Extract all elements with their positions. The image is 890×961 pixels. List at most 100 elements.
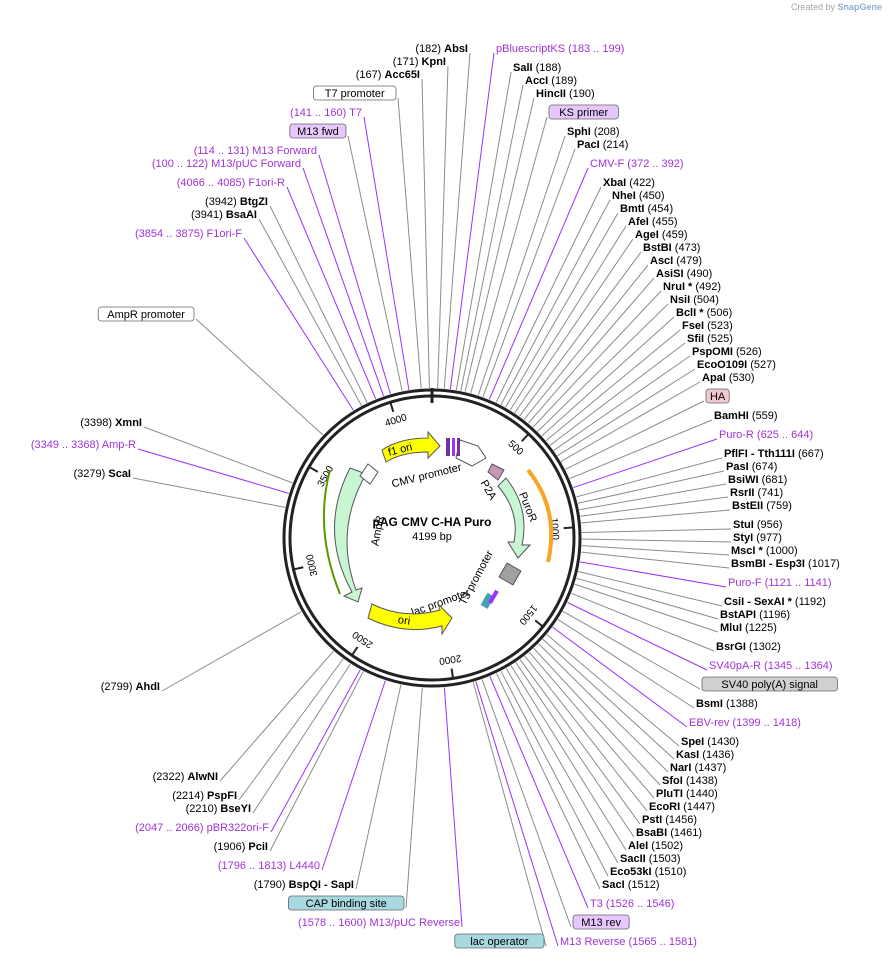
right-label-pluti[interactable]: PluTI (1440)	[656, 788, 718, 800]
right-label-apai[interactable]: ApaI (530)	[702, 372, 755, 384]
right-label-csii-sexai[interactable]: CsiI - SexAI * (1192)	[724, 596, 826, 608]
label-pos: (1906)	[214, 841, 249, 853]
left-label-m13-forward[interactable]: (114 .. 131) M13 Forward	[194, 145, 317, 157]
leader-line	[549, 342, 686, 446]
right-label-sv40-poly-a-signal[interactable]: SV40 poly(A) signal	[701, 676, 838, 692]
right-label-pflfi-tth111i[interactable]: PflFI - Tth111I (667)	[724, 448, 824, 460]
right-label-bsiwi[interactable]: BsiWI (681)	[728, 474, 787, 486]
label-text: MluI (1225)	[720, 622, 777, 634]
label-text: BsmI (1388)	[696, 698, 758, 710]
right-label-styi[interactable]: StyI (977)	[733, 532, 782, 544]
right-label-t3[interactable]: T3 (1526 .. 1546)	[590, 898, 674, 910]
right-label-rsrii[interactable]: RsrII (741)	[730, 487, 783, 499]
left-label-lac-operator[interactable]: lac operator	[454, 933, 545, 949]
left-label-t7-promoter[interactable]: T7 promoter	[312, 85, 397, 101]
right-label-bsrgi[interactable]: BsrGI (1302)	[716, 641, 781, 653]
feature-ampr[interactable]: AmpR	[334, 467, 387, 603]
right-label-cmv-f[interactable]: CMV-F (372 .. 392)	[590, 158, 684, 170]
left-label-m13-puc-forward[interactable]: (100 .. 122) M13/pUC Forward	[152, 158, 301, 170]
feature-f1-ori[interactable]: f1 ori	[381, 430, 441, 463]
right-label-bsteii[interactable]: BstEII (759)	[732, 500, 792, 512]
right-label-ks-primer[interactable]: KS primer	[548, 104, 619, 120]
right-label-nsii[interactable]: NsiI (504)	[670, 294, 719, 306]
right-label-sacii[interactable]: SacII (1503)	[620, 853, 681, 865]
right-label-ha[interactable]: HA	[705, 388, 730, 404]
left-label-m13-puc-reverse[interactable]: (1578 .. 1600) M13/pUC Reverse	[298, 917, 460, 929]
left-label-f1ori-r[interactable]: (4066 .. 4085) F1ori-R	[177, 177, 285, 189]
right-label-fsei[interactable]: FseI (523)	[682, 320, 733, 332]
left-label-ahdi[interactable]: (2799) AhdI	[101, 681, 160, 693]
left-label-pcii[interactable]: (1906) PciI	[214, 841, 268, 853]
left-label-cap-binding-site[interactable]: CAP binding site	[287, 895, 405, 911]
right-label-bcli[interactable]: BclI * (506)	[676, 307, 732, 319]
left-label-pspfi[interactable]: (2214) PspFI	[172, 790, 237, 802]
right-label-bstbi[interactable]: BstBI (473)	[643, 242, 700, 254]
right-label-pbluescriptks[interactable]: pBluescriptKS (183 .. 199)	[496, 43, 624, 55]
right-label-bsabi[interactable]: BsaBI (1461)	[636, 827, 702, 839]
left-label-f1ori-f[interactable]: (3854 .. 3875) F1ori-F	[135, 228, 242, 240]
right-label-stui[interactable]: StuI (956)	[733, 519, 783, 531]
left-label-pbr322ori-f[interactable]: (2047 .. 2066) pBR322ori-F	[135, 822, 269, 834]
right-label-m13-reverse[interactable]: M13 Reverse (1565 .. 1581)	[560, 936, 697, 948]
right-label-pasi[interactable]: PasI (674)	[726, 461, 777, 473]
right-label-psti[interactable]: PstI (1456)	[642, 814, 697, 826]
right-label-m13-rev[interactable]: M13 rev	[572, 914, 630, 930]
right-label-acci[interactable]: AccI (189)	[525, 75, 577, 87]
leader-line	[137, 448, 289, 494]
feature-puror[interactable]: PuroR	[497, 477, 539, 559]
left-label-xmni[interactable]: (3398) XmnI	[80, 417, 142, 429]
right-label-hincii[interactable]: HincII (190)	[536, 88, 595, 100]
right-label-mlui[interactable]: MluI (1225)	[720, 622, 777, 634]
right-label-agei[interactable]: AgeI (459)	[635, 229, 688, 241]
left-label-bspqi-sapi[interactable]: (1790) BspQI - SapI	[254, 879, 354, 891]
right-label-sphi[interactable]: SphI (208)	[567, 126, 620, 138]
left-label-acc65i[interactable]: (167) Acc65I	[356, 69, 420, 81]
left-label-kpni[interactable]: (171) KpnI	[393, 56, 446, 68]
left-label-m13-fwd[interactable]: M13 fwd	[289, 123, 347, 139]
right-label-sali[interactable]: SalI (188)	[513, 62, 561, 74]
right-label-asci[interactable]: AscI (479)	[650, 255, 702, 267]
right-label-nhei[interactable]: NheI (450)	[612, 190, 665, 202]
right-label-sfii[interactable]: SfiI (525)	[687, 333, 733, 345]
right-label-nrui[interactable]: NruI * (492)	[663, 281, 721, 293]
right-label-puro-r[interactable]: Puro-R (625 .. 644)	[719, 429, 813, 441]
right-label-puro-f[interactable]: Puro-F (1121 .. 1141)	[728, 577, 832, 589]
right-label-afei[interactable]: AfeI (455)	[628, 216, 678, 228]
right-label-bstapi[interactable]: BstAPI (1196)	[720, 609, 790, 621]
right-label-kasi[interactable]: KasI (1436)	[676, 749, 734, 761]
label-text: (100 .. 122) M13/pUC Forward	[152, 158, 301, 170]
right-label-asisi[interactable]: AsiSI (490)	[656, 268, 712, 280]
left-label-bsaai[interactable]: (3941) BsaAI	[191, 209, 257, 221]
right-label-sv40pa-r[interactable]: SV40pA-R (1345 .. 1364)	[709, 660, 833, 672]
left-label-scai[interactable]: (3279) ScaI	[74, 468, 132, 480]
left-label-absi[interactable]: (182) AbsI	[415, 43, 468, 55]
right-label-bmti[interactable]: BmtI (454)	[620, 203, 673, 215]
right-label-bamhi[interactable]: BamHI (559)	[714, 410, 778, 422]
right-label-xbai[interactable]: XbaI (422)	[603, 177, 655, 189]
right-label-msci[interactable]: MscI * (1000)	[731, 545, 798, 557]
feature-ori[interactable]: ori	[367, 603, 453, 636]
right-label-ecori[interactable]: EcoRI (1447)	[649, 801, 715, 813]
left-label-alwni[interactable]: (2322) AlwNI	[153, 771, 218, 783]
right-label-saci[interactable]: SacI (1512)	[602, 879, 660, 891]
left-label-amp-r[interactable]: (3349 .. 3368) Amp-R	[31, 439, 136, 451]
right-label-ecoo109i[interactable]: EcoO109I (527)	[697, 359, 776, 371]
right-label-nari[interactable]: NarI (1437)	[670, 762, 726, 774]
right-label-alei[interactable]: AleI (1502)	[628, 840, 683, 852]
right-label-paci[interactable]: PacI (214)	[577, 139, 628, 151]
left-label-l4440[interactable]: (1796 .. 1813) L4440	[218, 860, 320, 872]
right-label-spei[interactable]: SpeI (1430)	[681, 736, 739, 748]
leader-line	[443, 687, 463, 928]
left-label-bseyi[interactable]: (2210) BseYI	[186, 803, 251, 815]
leader-line	[405, 687, 423, 909]
right-label-eco53ki[interactable]: Eco53kI (1510)	[610, 866, 686, 878]
right-label-sfoi[interactable]: SfoI (1438)	[662, 775, 718, 787]
right-label-bsmbi-esp3i[interactable]: BsmBI - Esp3I (1017)	[731, 558, 840, 570]
left-label-ampr-promoter[interactable]: AmpR promoter	[97, 306, 195, 322]
left-label-btgzi[interactable]: (3942) BtgZI	[205, 196, 268, 208]
right-label-pspomi[interactable]: PspOMI (526)	[692, 346, 762, 358]
left-label-t7[interactable]: (141 .. 160) T7	[290, 107, 362, 119]
right-label-bsmi[interactable]: BsmI (1388)	[696, 698, 758, 710]
leader-line	[219, 650, 334, 782]
right-label-ebv-rev[interactable]: EBV-rev (1399 .. 1418)	[689, 717, 801, 729]
